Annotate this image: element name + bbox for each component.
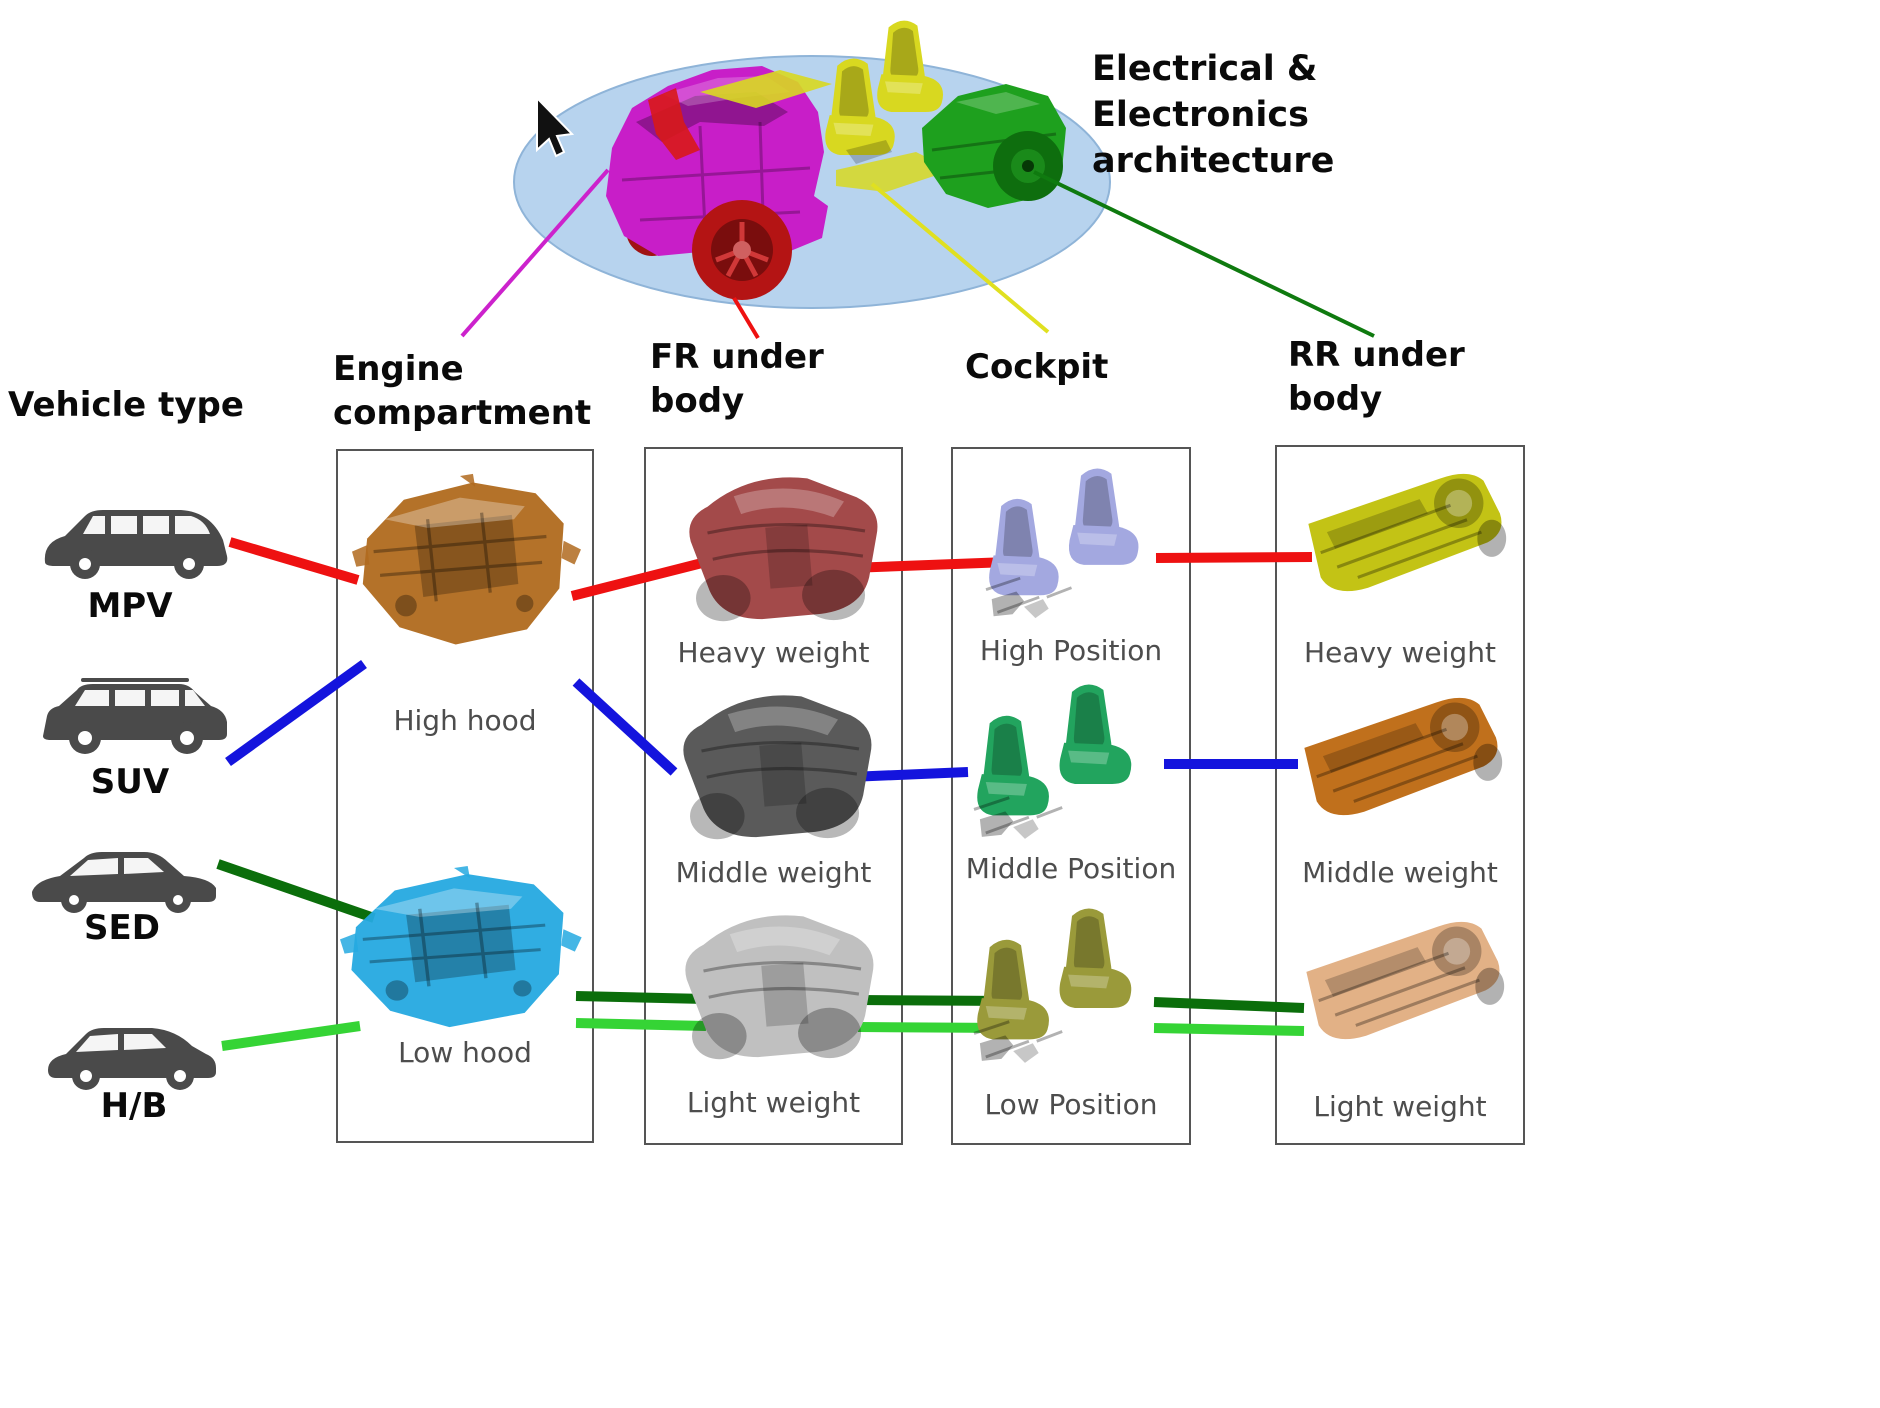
mouse-cursor-icon [536, 95, 575, 158]
sed-silhouette-icon [32, 852, 216, 913]
cockpit-item-label-high: High Position [979, 634, 1163, 667]
mpv-silhouette-icon [44, 510, 228, 579]
vehicle-type-header: Vehicle type [8, 385, 244, 425]
vehicle-label-mpv: MPV [87, 586, 173, 626]
model-front-wheel [692, 200, 792, 300]
hb-silhouette-icon [48, 1028, 216, 1090]
connection-mpv [228, 537, 1313, 601]
callout-lines [460, 168, 1375, 340]
engine-column-header: Engine compartment [333, 349, 592, 433]
cockpit-column-header: Cockpit [965, 347, 1109, 387]
fr-item-label-middle: Middle weight [675, 856, 872, 889]
model-cockpit-module-art [700, 20, 952, 192]
engine-item-label-high-hood: High hood [393, 704, 537, 737]
model-rr-module-art [922, 84, 1066, 208]
cockpit-item-label-low: Low Position [984, 1088, 1158, 1121]
rr-item-label-light: Light weight [1313, 1090, 1487, 1123]
vehicle-label-sed: SED [84, 908, 160, 948]
fr-item-label-light: Light weight [686, 1086, 861, 1119]
architecture-label: Electrical & Electronics architecture [1092, 49, 1335, 182]
callout-cockpit-line [870, 182, 1050, 334]
fr-column-header: FR under body [650, 337, 824, 421]
engine-item-label-low-hood: Low hood [398, 1036, 532, 1069]
rr-column-header: RR under body [1288, 335, 1465, 419]
cockpit-item-label-middle: Middle Position [965, 852, 1177, 885]
fr-item-label-heavy: Heavy weight [677, 636, 870, 669]
callout-rr-line [1033, 170, 1375, 338]
callout-engine-line [460, 168, 610, 338]
rr-item-label-middle: Middle weight [1302, 856, 1498, 889]
vehicle-label-hb: H/B [100, 1086, 168, 1126]
callout-fr-line [732, 296, 760, 340]
suv-silhouette-icon [43, 678, 227, 754]
vehicle-label-suv: SUV [90, 762, 170, 802]
rr-item-label-heavy: Heavy weight [1304, 636, 1496, 669]
connection-sed [216, 859, 1305, 1013]
